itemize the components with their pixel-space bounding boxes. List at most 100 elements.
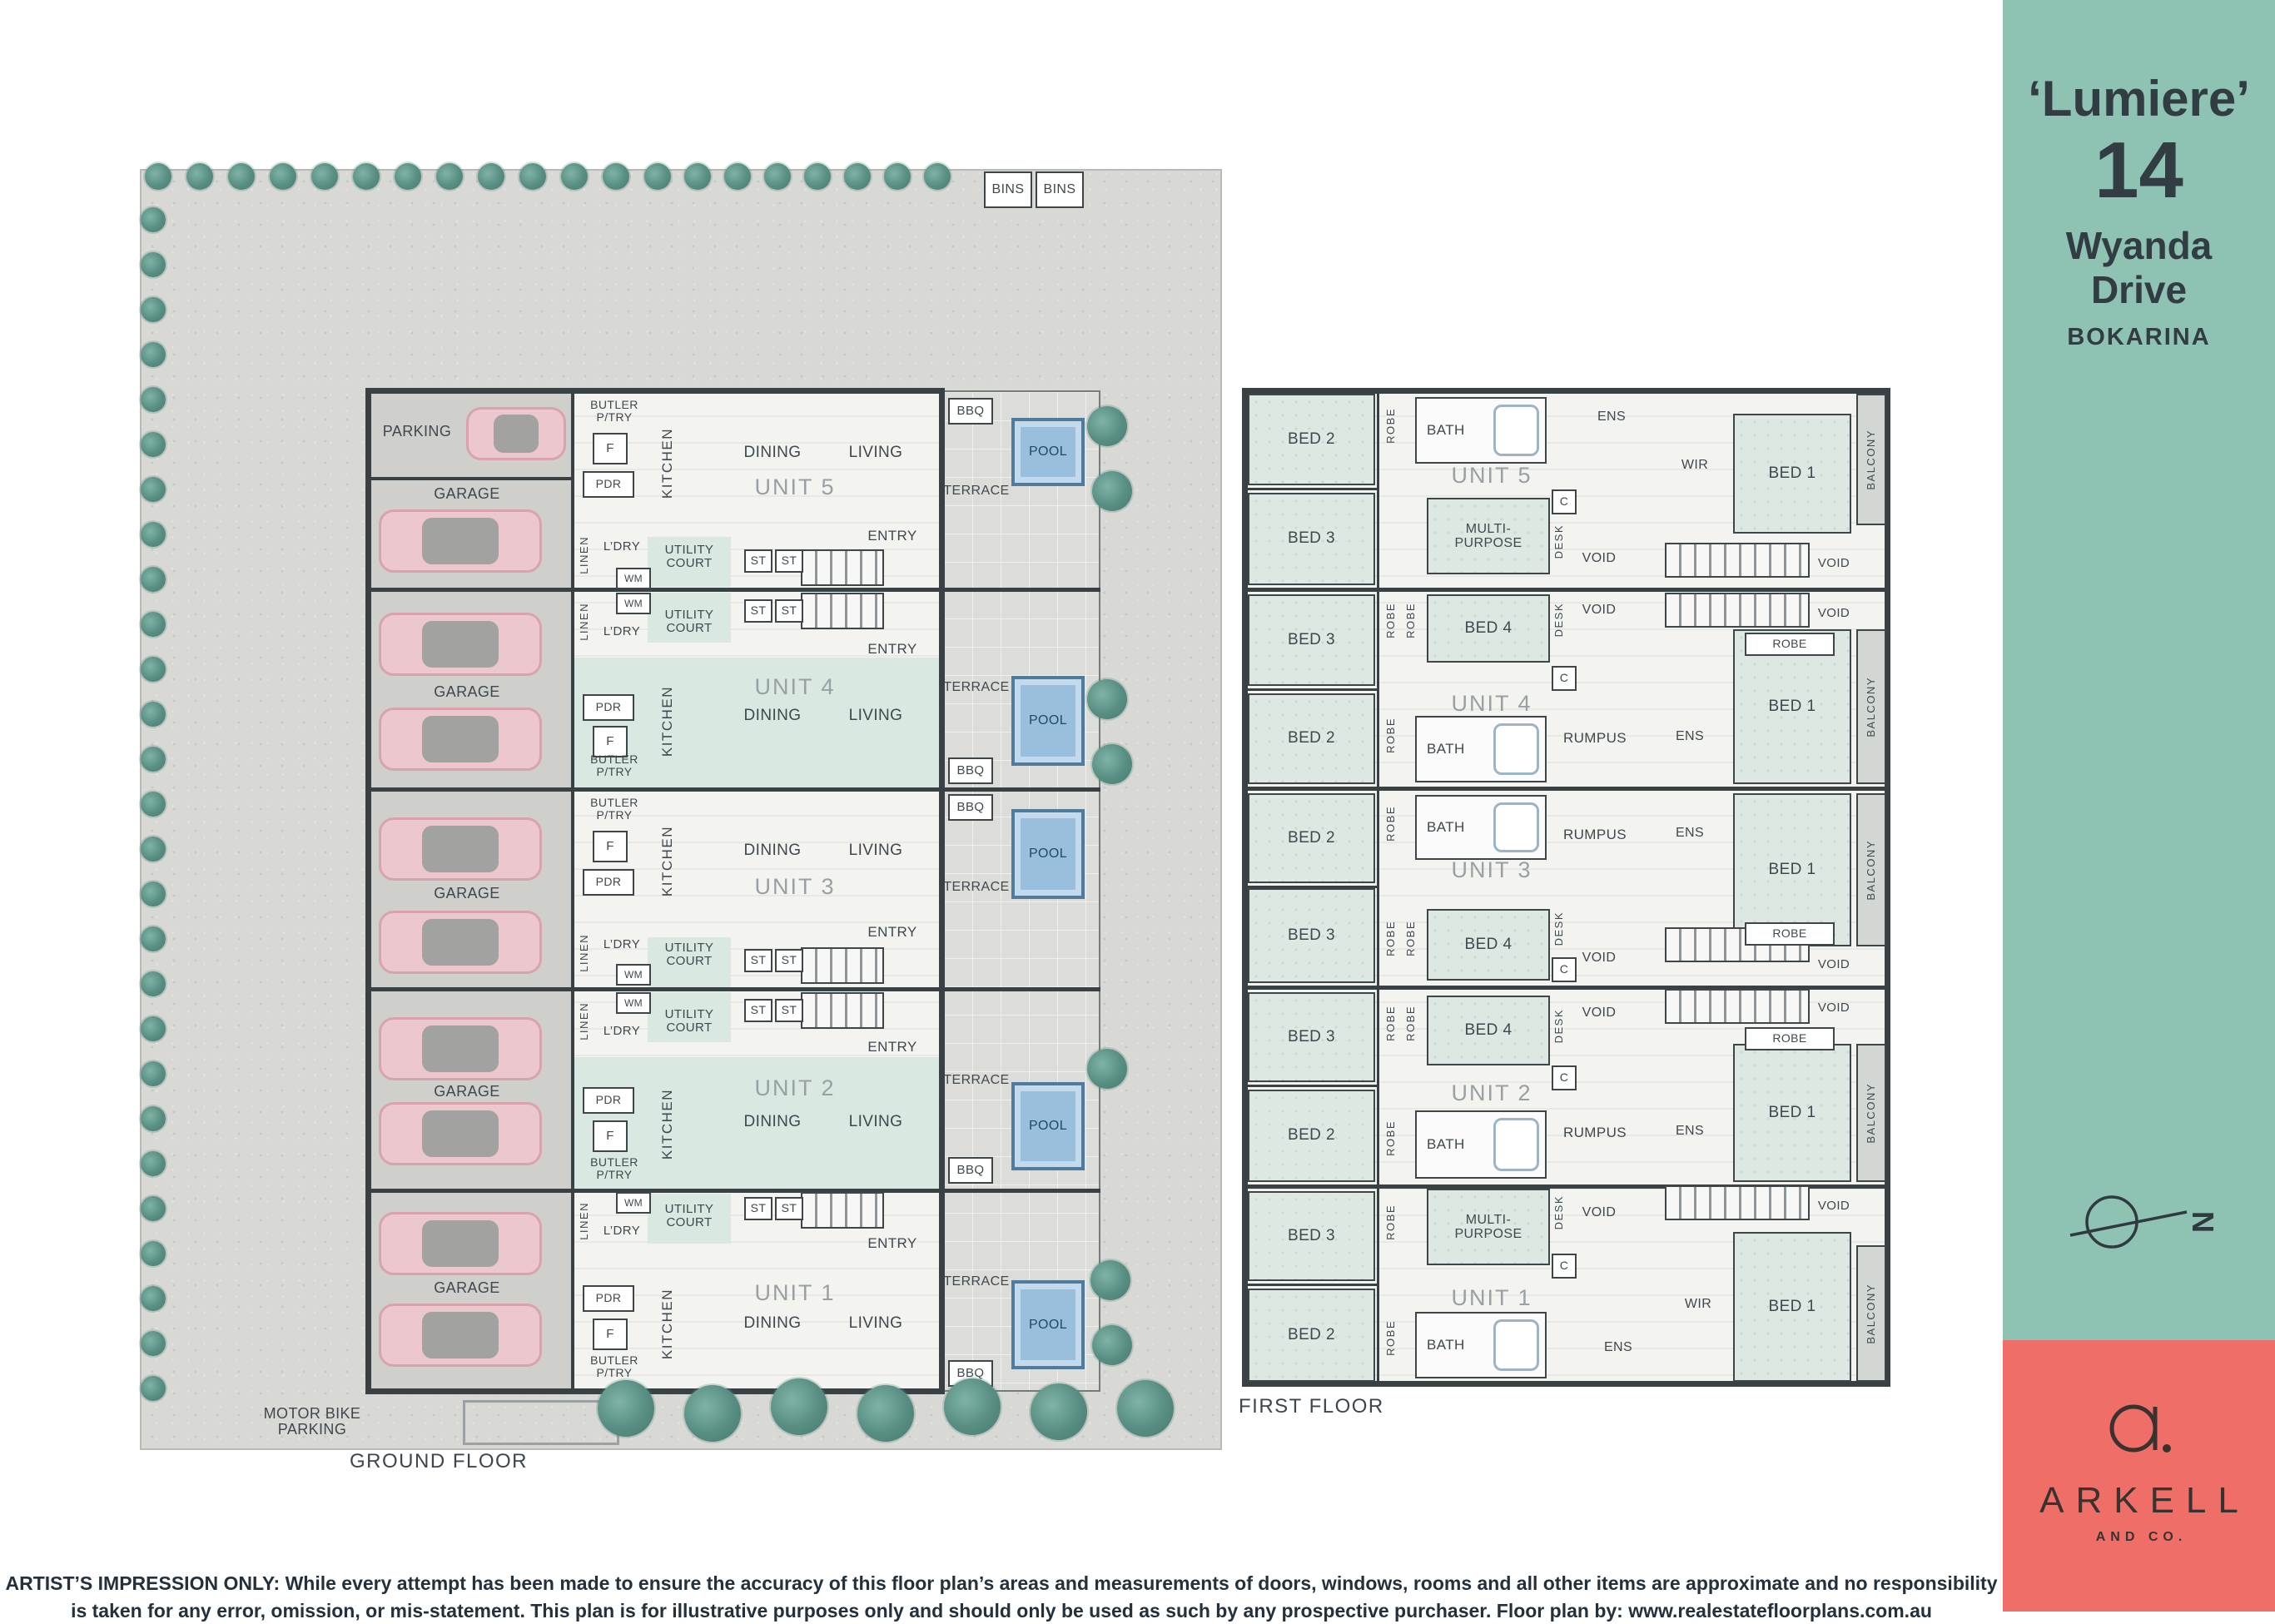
tree	[141, 342, 166, 367]
tree	[353, 163, 380, 190]
label-balcony: BALCONY	[1856, 394, 1886, 525]
first-floor-caption: FIRST FLOOR	[1239, 1395, 1384, 1418]
label-rumpus: RUMPUS	[1562, 1124, 1627, 1140]
label-wm: WM	[616, 992, 651, 1014]
tree	[145, 163, 171, 190]
label-robe: ROBE	[1403, 920, 1417, 956]
label-bins: BINS	[984, 171, 1032, 208]
label-butler-p-try: BUTLER P/TRY	[590, 752, 638, 778]
label-unit-5: UNIT 5	[1451, 463, 1532, 489]
stairs	[801, 947, 884, 984]
room-bed-2: BED 2	[1248, 394, 1375, 485]
label-balcony: BALCONY	[1856, 629, 1886, 784]
sidebar: ‘Lumiere’ 14 Wyanda Drive BOKARINA N ARK…	[2003, 0, 2275, 1612]
floor-tint	[648, 937, 731, 987]
label-void: VOID	[1582, 951, 1617, 966]
label-robe: ROBE	[1745, 1027, 1835, 1050]
label-robe: ROBE	[1383, 920, 1397, 956]
car	[466, 407, 566, 460]
tree	[924, 163, 951, 190]
tree	[141, 1016, 166, 1041]
room-bed-1: BED 1	[1733, 1232, 1851, 1382]
label-linen: LINEN	[577, 934, 590, 972]
tree	[1087, 1049, 1127, 1089]
label-c: C	[1552, 1065, 1577, 1090]
label-ens: ENS	[1675, 1124, 1705, 1139]
tree	[1117, 1380, 1174, 1437]
label-f: F	[593, 1120, 628, 1152]
label-pdr: PDR	[583, 694, 634, 721]
label-void: VOID	[1582, 1205, 1617, 1220]
street-number: 14	[2094, 126, 2183, 215]
room-bed-4: BED 4	[1427, 996, 1550, 1065]
label-robe: ROBE	[1383, 805, 1397, 842]
label-utility-court: UTILITY COURT	[664, 607, 714, 635]
wall	[368, 787, 1100, 792]
label-unit-5: UNIT 5	[754, 474, 836, 500]
tree	[186, 163, 213, 190]
tree	[884, 163, 911, 190]
tree	[141, 432, 166, 457]
label-wir: WIR	[1681, 458, 1709, 473]
label-unit-4: UNIT 4	[1451, 691, 1532, 717]
label-dining: DINING	[743, 443, 802, 461]
label-wir: WIR	[1684, 1297, 1712, 1312]
tree	[141, 1286, 166, 1311]
tree	[1087, 406, 1127, 446]
label-void: VOID	[1817, 956, 1850, 971]
label-rumpus: RUMPUS	[1562, 729, 1627, 746]
label-robe: ROBE	[1383, 602, 1397, 638]
room-bed-2: BED 2	[1248, 1090, 1375, 1182]
label-kitchen: KITCHEN	[658, 826, 675, 897]
label-kitchen: KITCHEN	[658, 1089, 675, 1160]
suburb: BOKARINA	[2067, 323, 2211, 350]
motorbike-bay	[463, 1400, 619, 1445]
label-f: F	[593, 726, 628, 757]
label-unit-3: UNIT 3	[1451, 857, 1532, 883]
label-entry: ENTRY	[867, 1038, 917, 1055]
wall	[368, 477, 573, 480]
label-desk: DESK	[1552, 1009, 1565, 1044]
label-pdr: PDR	[583, 1087, 634, 1114]
room-bed-1: BED 1	[1733, 793, 1851, 946]
label-garage: GARAGE	[434, 1083, 500, 1100]
label-st: ST	[744, 599, 772, 623]
room-multi-purpose: MULTI- PURPOSE	[1427, 1189, 1550, 1265]
label-living: LIVING	[848, 706, 903, 724]
disclaimer-line1: ARTIST’S IMPRESSION ONLY: While every at…	[5, 1572, 1998, 1594]
label-wm: WM	[616, 1192, 651, 1214]
label-wm: WM	[616, 568, 651, 589]
street-name-line1: Wyanda	[2065, 224, 2213, 267]
label-butler-p-try: BUTLER P/TRY	[590, 795, 638, 822]
label-dining: DINING	[743, 706, 802, 724]
room-bed-1: BED 1	[1733, 414, 1851, 534]
room-bed-3: BED 3	[1248, 992, 1375, 1082]
tree	[519, 163, 546, 190]
label-void: VOID	[1582, 551, 1617, 566]
tree	[1087, 679, 1127, 719]
label-pdr: PDR	[583, 1285, 634, 1312]
label-entry: ENTRY	[867, 527, 917, 544]
label-living: LIVING	[848, 841, 903, 859]
label-dining: DINING	[743, 1112, 802, 1130]
label-butler-p-try: BUTLER P/TRY	[590, 1155, 638, 1181]
label-f: F	[593, 433, 628, 464]
tree	[1092, 471, 1132, 511]
tree	[141, 747, 166, 772]
label-robe: ROBE	[1383, 1319, 1397, 1356]
tree	[141, 387, 166, 412]
room-bed-3: BED 3	[1248, 594, 1375, 686]
stairs	[801, 593, 884, 629]
wall	[1244, 1184, 1888, 1189]
car	[379, 1017, 542, 1080]
tree	[764, 163, 791, 190]
label-pdr: PDR	[583, 471, 634, 498]
tree	[141, 971, 166, 996]
car	[379, 1102, 542, 1165]
label-desk: DESK	[1552, 1195, 1565, 1230]
label-garage: GARAGE	[434, 485, 500, 503]
label-linen: LINEN	[577, 1202, 590, 1240]
label-st: ST	[775, 599, 803, 623]
tree	[141, 882, 166, 906]
